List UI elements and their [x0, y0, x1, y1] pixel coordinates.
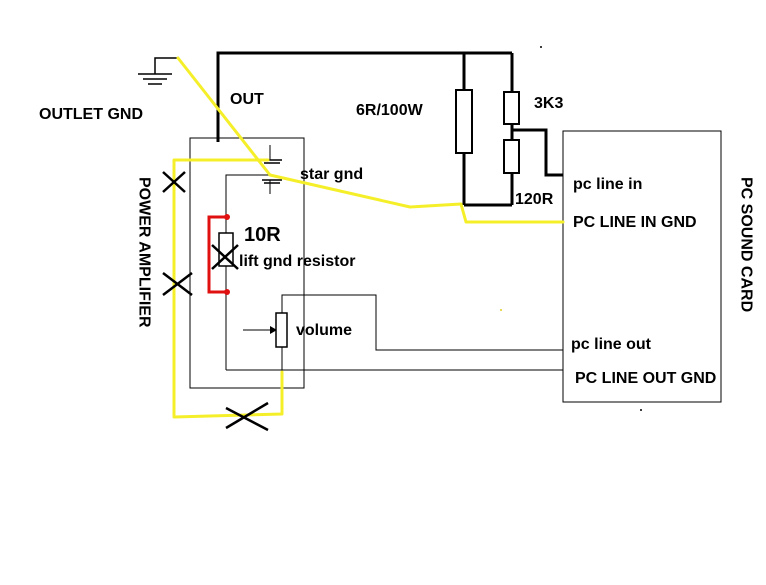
lift-gnd-resistor-label: lift gnd resistor: [239, 253, 355, 270]
pc-line-in-gnd-label: PC LINE IN GND: [573, 214, 697, 231]
pc-line-out-gnd-label: PC LINE OUT GND: [575, 370, 716, 387]
output-wire: [216, 51, 563, 207]
ground-wires: [172, 56, 565, 419]
bracket-dot-bottom: [224, 289, 230, 295]
stray-dot: [500, 309, 502, 311]
volume-potentiometer: [275, 312, 288, 348]
star-gnd-symbol: [262, 159, 282, 184]
out-label: OUT: [230, 91, 264, 108]
r10-label: 10R: [244, 224, 281, 246]
stray-dot: [540, 46, 542, 48]
power-amplifier-label: POWER AMPLIFIER: [136, 177, 153, 328]
pc-sound-card-label: PC SOUND CARD: [738, 177, 755, 312]
resistor-120r: [503, 139, 520, 174]
resistor-3k3-label: 3K3: [534, 95, 563, 112]
bracket-dot-top: [224, 214, 230, 220]
amplifier-internal-wiring: [225, 145, 563, 371]
volume-label: volume: [296, 322, 352, 339]
star-gnd-label: star gnd: [300, 166, 363, 183]
resistor-120r-label: 120R: [515, 191, 554, 208]
cross-marks: [162, 171, 269, 432]
pc-line-in-label: pc line in: [573, 176, 642, 193]
load-resistor-label: 6R/100W: [356, 102, 424, 119]
pc-line-out-label: pc line out: [571, 336, 652, 353]
wiper-arrow-icon: [270, 326, 277, 334]
cross-mark-3: [225, 406, 269, 432]
outlet-gnd-label: OUTLET GND: [39, 106, 143, 123]
resistor-3k3: [503, 91, 520, 125]
outlet-ground-icon: [138, 57, 178, 85]
stray-dot: [640, 409, 642, 411]
bypass-bracket: [207, 215, 227, 294]
load-resistor: [455, 89, 473, 154]
pc-sound-card-box: [562, 130, 722, 403]
power-amplifier-box: [189, 137, 305, 389]
